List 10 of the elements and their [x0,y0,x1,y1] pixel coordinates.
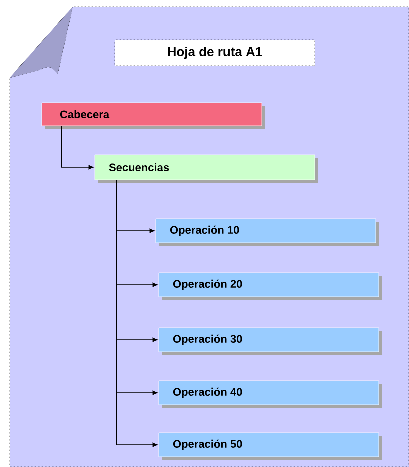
operation-box: Operación 40 [158,380,382,408]
arrow [116,180,158,448]
operation-box: Operación 50 [158,432,382,460]
header-box: Cabecera [42,102,265,129]
operation-box: Operación 30 [158,328,382,355]
operation-box: Operación 20 [158,272,382,300]
sequence-box: Secuencias [94,154,318,183]
title-box: Hoja de ruta A1 [114,40,316,66]
arrow [61,126,94,170]
operation-box: Operación 10 [156,218,379,246]
